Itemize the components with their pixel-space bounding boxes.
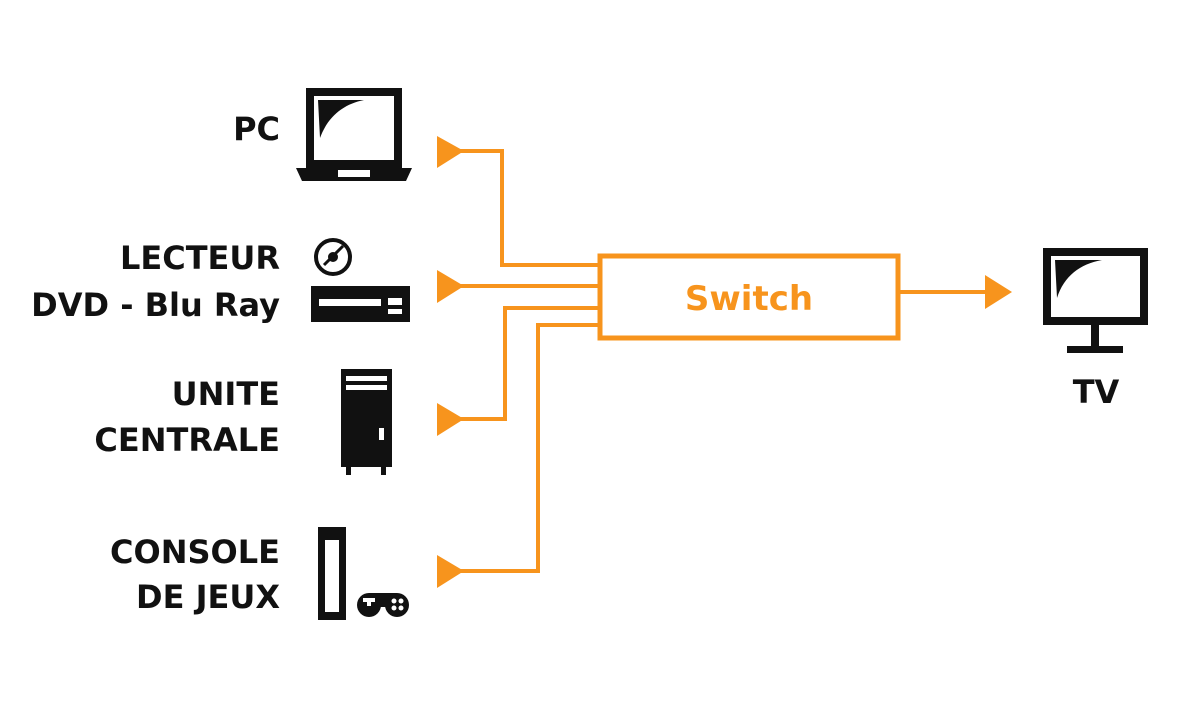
wire-pc: [455, 149, 600, 267]
label-dvd-line1: LECTEUR: [120, 239, 280, 277]
label-console-line2: DE JEUX: [136, 578, 280, 616]
input-arrow-dvd: [437, 270, 464, 303]
tower-pc-icon: [341, 369, 392, 475]
tv-monitor-icon: [1043, 248, 1148, 353]
wire-console: [455, 323, 600, 573]
disc-icon: [314, 238, 352, 276]
label-unit-line1: UNITE: [172, 375, 280, 413]
wire-unit: [455, 306, 600, 421]
input-arrow-console: [437, 555, 464, 588]
label-pc: PC: [233, 110, 280, 148]
label-unit-line2: CENTRALE: [94, 421, 280, 459]
laptop-icon: [296, 88, 412, 181]
label-tv: TV: [1073, 373, 1120, 411]
output-arrow-tv: [985, 275, 1012, 309]
input-arrow-pc: [437, 136, 464, 168]
input-arrow-unit: [437, 403, 464, 436]
label-console-line1: CONSOLE: [110, 533, 280, 571]
connection-wires: [455, 149, 992, 573]
game-console-icon: [318, 527, 409, 620]
disc-player-icon: [311, 286, 410, 322]
label-dvd-line2: DVD - Blu Ray: [31, 286, 280, 324]
switch-box: [597, 253, 901, 341]
switch-label: Switch: [685, 279, 813, 319]
